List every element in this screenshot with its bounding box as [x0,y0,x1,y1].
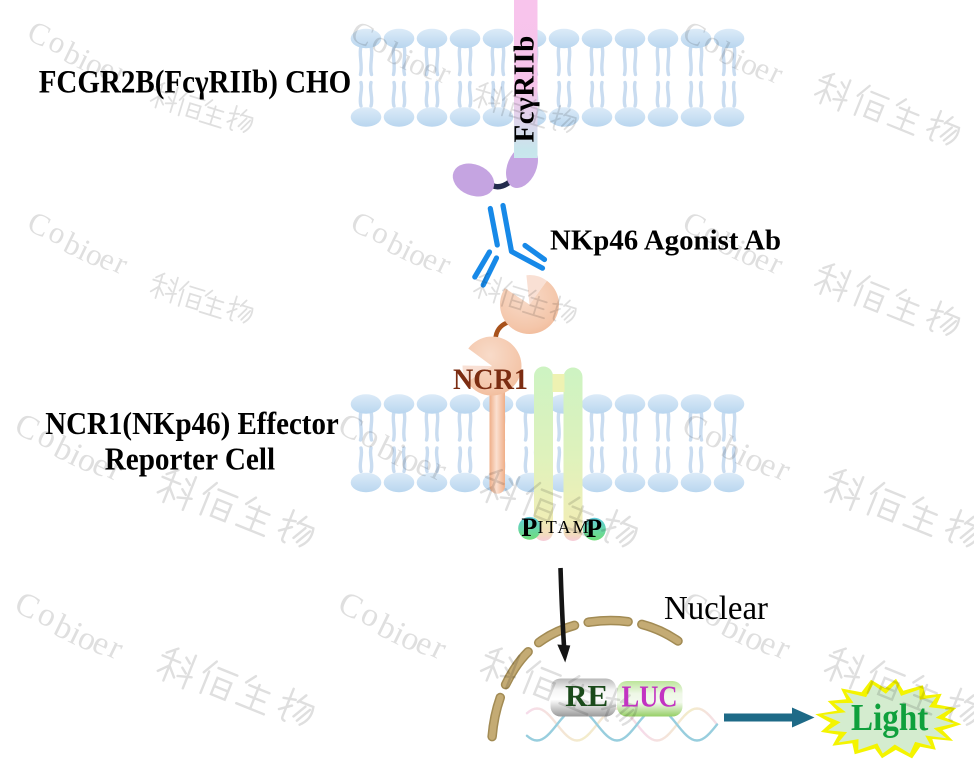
svg-text:LUC: LUC [622,680,678,714]
svg-text:ITAM: ITAM [538,517,591,537]
svg-text:RE: RE [565,678,608,713]
svg-text:P: P [521,513,537,542]
svg-text:Light: Light [851,697,929,739]
svg-text:FCGR2B(FcγRIIb) CHO: FCGR2B(FcγRIIb) CHO [39,64,352,100]
svg-text:NKp46 Agonist Ab: NKp46 Agonist Ab [550,226,781,257]
svg-text:Reporter Cell: Reporter Cell [105,442,276,477]
svg-text:P: P [586,514,602,543]
svg-text:NCR1(NKp46) Effector: NCR1(NKp46) Effector [45,406,339,441]
svg-text:FcγRIIb: FcγRIIb [509,35,541,142]
svg-text:NCR1: NCR1 [453,363,528,396]
svg-text:Nuclear: Nuclear [664,590,769,627]
